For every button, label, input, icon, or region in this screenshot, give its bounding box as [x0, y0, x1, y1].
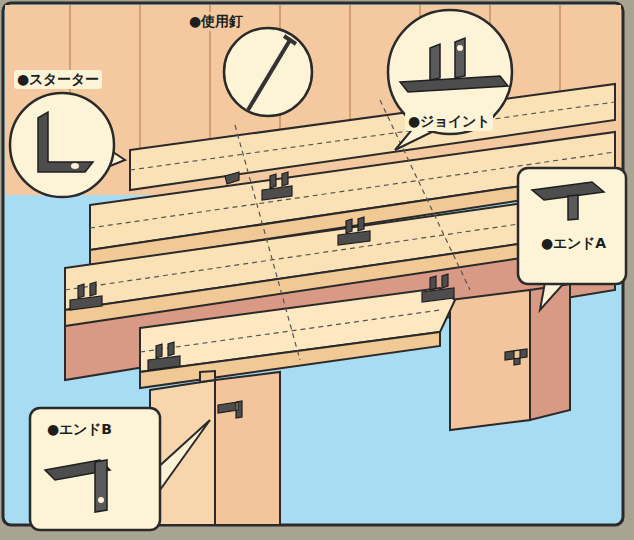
- nail-callout: [224, 28, 312, 116]
- end-b-callout: [30, 408, 210, 530]
- part-label: ●エンドA: [538, 234, 609, 253]
- joint-callout: [388, 10, 512, 150]
- part-label: ●使用釘: [186, 12, 246, 31]
- end-a-callout: [518, 168, 626, 310]
- hardware: [70, 172, 527, 418]
- starter-callout: [10, 93, 125, 197]
- part-label: ●エンドB: [44, 420, 115, 439]
- part-label: ●スターター: [14, 70, 102, 89]
- part-label: ●ジョイント: [405, 112, 493, 131]
